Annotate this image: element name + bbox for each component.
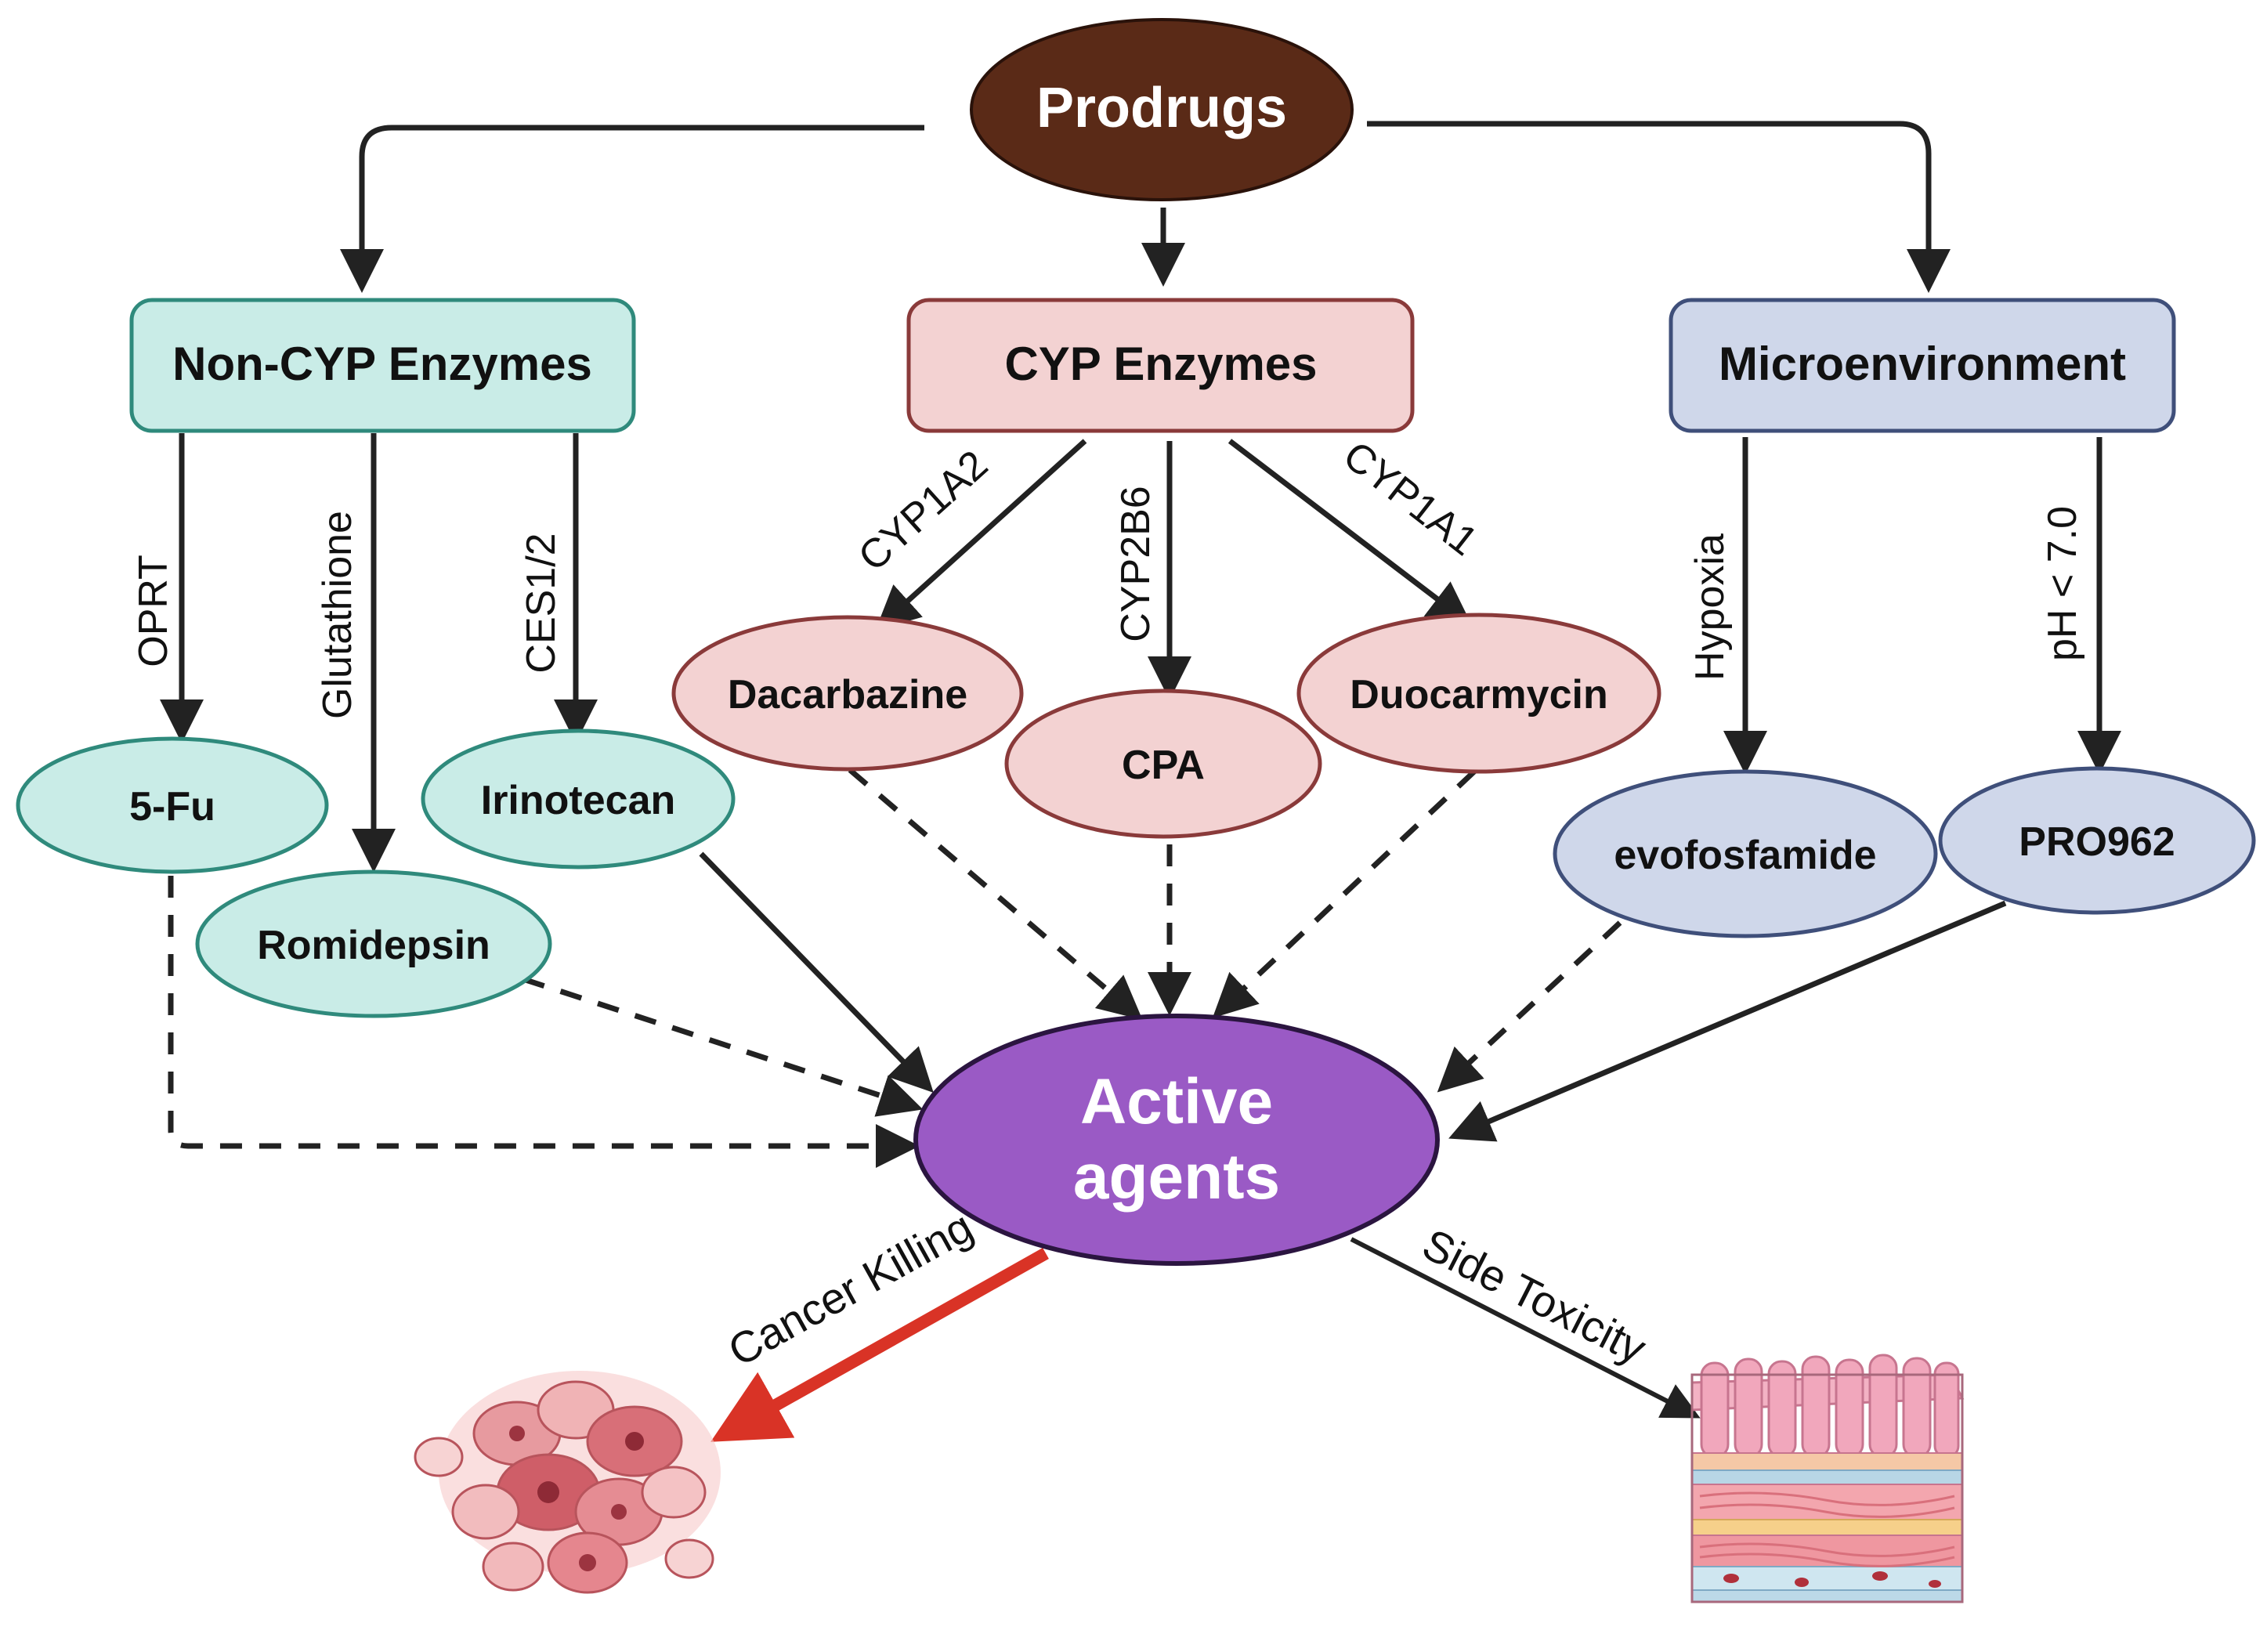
edge-active-to-toxicity bbox=[1350, 1237, 1701, 1419]
edge-active-to-cancer bbox=[710, 1248, 1049, 1442]
edge-cyp-to-duocarmycin bbox=[1228, 439, 1473, 626]
pro962-label: PRO962 bbox=[2019, 819, 2175, 865]
irinotecan-label: Irinotecan bbox=[481, 778, 676, 823]
box-microenvironment: Microenvironment bbox=[1669, 298, 2176, 433]
cyp2b6-label: CYP2B6 bbox=[1113, 486, 1159, 642]
node-5fu: 5-Fu bbox=[16, 736, 329, 874]
active-label-line2: agents bbox=[1073, 1141, 1280, 1213]
oprt-label: OPRT bbox=[131, 555, 176, 667]
edge-5fu-to-active bbox=[168, 876, 920, 1168]
node-duocarmycin: Duocarmycin bbox=[1296, 613, 1661, 774]
edge-pro962-to-active bbox=[1448, 900, 2007, 1142]
tissue-block-illustration bbox=[1690, 1354, 1965, 1603]
node-cpa: CPA bbox=[1004, 689, 1322, 839]
evofosfamide-label: evofosfamide bbox=[1614, 833, 1876, 878]
cyp-label: CYP Enzymes bbox=[1004, 338, 1317, 390]
non-cyp-label: Non-CYP Enzymes bbox=[172, 338, 592, 390]
category-edges bbox=[160, 433, 2121, 873]
romidepsin-label: Romidepsin bbox=[257, 923, 490, 968]
prodrugs-connectors bbox=[340, 121, 1951, 293]
micro-label: Microenvironment bbox=[1719, 338, 2126, 390]
duocarmycin-label: Duocarmycin bbox=[1350, 672, 1607, 718]
box-cyp: CYP Enzymes bbox=[906, 298, 1415, 433]
edge-cyp-to-dacarbazine bbox=[875, 439, 1087, 631]
side-toxicity-label: Side Toxicity bbox=[1415, 1219, 1654, 1373]
dacarbazine-label: Dacarbazine bbox=[728, 672, 967, 718]
activation-edges bbox=[168, 768, 2007, 1419]
node-evofosfamide: evofosfamide bbox=[1553, 769, 1938, 938]
node-active-agents: Active agents bbox=[913, 1014, 1440, 1266]
node-romidepsin: Romidepsin bbox=[195, 869, 552, 1018]
edge-evofosfamide-to-active bbox=[1437, 920, 1622, 1093]
edge-prodrugs-to-noncyp bbox=[340, 125, 924, 293]
hypoxia-label: Hypoxia bbox=[1687, 533, 1733, 681]
ph-label: pH < 7.0 bbox=[2040, 506, 2085, 661]
cyp1a2-label: CYP1A2 bbox=[850, 442, 996, 580]
edge-duocarmycin-to-active bbox=[1212, 769, 1477, 1018]
cpa-label: CPA bbox=[1122, 743, 1205, 788]
node-dacarbazine: Dacarbazine bbox=[671, 615, 1024, 772]
cancer-killing-label: Cancer Killing bbox=[720, 1202, 981, 1376]
prodrugs-label: Prodrugs bbox=[1036, 77, 1287, 139]
node-pro962: PRO962 bbox=[1938, 766, 2256, 915]
node-prodrugs: Prodrugs bbox=[970, 18, 1354, 201]
5fu-label: 5-Fu bbox=[129, 784, 215, 830]
glutathione-label: Glutathione bbox=[315, 511, 360, 719]
node-irinotecan: Irinotecan bbox=[421, 728, 736, 869]
tumor-cells-illustration bbox=[414, 1371, 721, 1594]
edge-labels: OPRT Glutathione CES1/2 CYP1A2 CYP2B6 CY… bbox=[131, 432, 2085, 719]
cyp1a1-label: CYP1A1 bbox=[1335, 432, 1486, 565]
ces-label: CES1/2 bbox=[519, 533, 564, 673]
edge-prodrugs-to-micro bbox=[1367, 121, 1951, 293]
box-non-cyp: Non-CYP Enzymes bbox=[129, 298, 636, 433]
active-label-line1: Active bbox=[1080, 1066, 1273, 1137]
edge-irinotecan-to-active bbox=[699, 851, 934, 1094]
edge-romidepsin-to-active bbox=[522, 976, 924, 1117]
